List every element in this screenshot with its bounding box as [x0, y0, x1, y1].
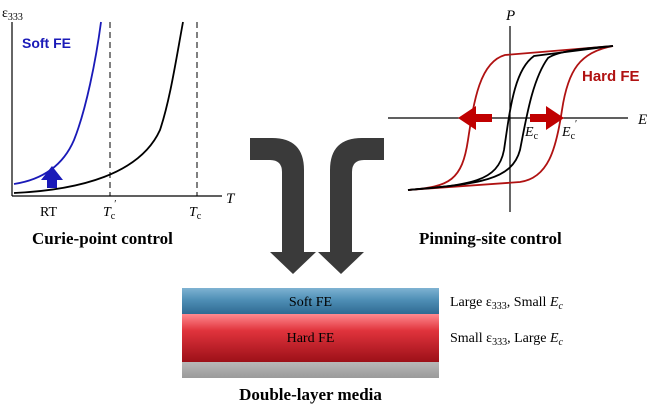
right-arrow-icon [530, 106, 564, 130]
hard-fe-loop-label: Hard FE [582, 68, 640, 85]
curie-x-axis-label: T [226, 191, 236, 207]
ec-prime-label: Ec′ [561, 119, 577, 142]
soft-loop-branch-right [407, 45, 614, 191]
hard-fe-curve [13, 21, 184, 194]
tick-label-tc: Tc [189, 205, 202, 222]
double-layer-media: Soft FE Hard FE Large ε333, Small Ec Sma… [182, 288, 564, 404]
tick-label-tc-prime: Tc′ [103, 199, 116, 222]
media-caption: Double-layer media [239, 385, 382, 404]
pinning-x-axis-label: E [637, 112, 647, 128]
ec-label: Ec [524, 125, 539, 142]
substrate-layer [182, 362, 439, 378]
pinning-y-axis-label: P [505, 8, 515, 24]
curie-y-axis-label: ε333 [2, 6, 23, 23]
hard-fe-layer [182, 314, 439, 362]
soft-fe-description: Large ε333, Small Ec [450, 295, 564, 312]
soft-fe-layer [182, 288, 439, 314]
curie-point-panel: ε333 T Soft FE RT Tc′ Tc Curie-point con… [2, 6, 236, 248]
left-arrow-icon [458, 106, 492, 130]
curie-caption: Curie-point control [32, 229, 173, 248]
hard-fe-loop-branch-left [407, 45, 614, 191]
hard-fe-layer-label: Hard FE [287, 331, 335, 346]
soft-fe-curve [13, 21, 102, 185]
up-arrow-icon [41, 166, 63, 188]
soft-fe-layer-label: Soft FE [289, 295, 332, 310]
hard-fe-loop-branch-right [407, 45, 614, 191]
tick-label-rt: RT [40, 205, 57, 220]
left-merge-arrow-icon [250, 138, 316, 274]
pinning-site-panel: P E Hard FE Ec Ec′ Pinning-site control [388, 8, 647, 248]
merge-arrows [250, 138, 384, 274]
pinning-caption: Pinning-site control [419, 229, 562, 248]
soft-fe-curve-label: Soft FE [22, 35, 71, 51]
hard-fe-description: Small ε333, Large Ec [450, 331, 564, 348]
right-merge-arrow-icon [318, 138, 384, 274]
